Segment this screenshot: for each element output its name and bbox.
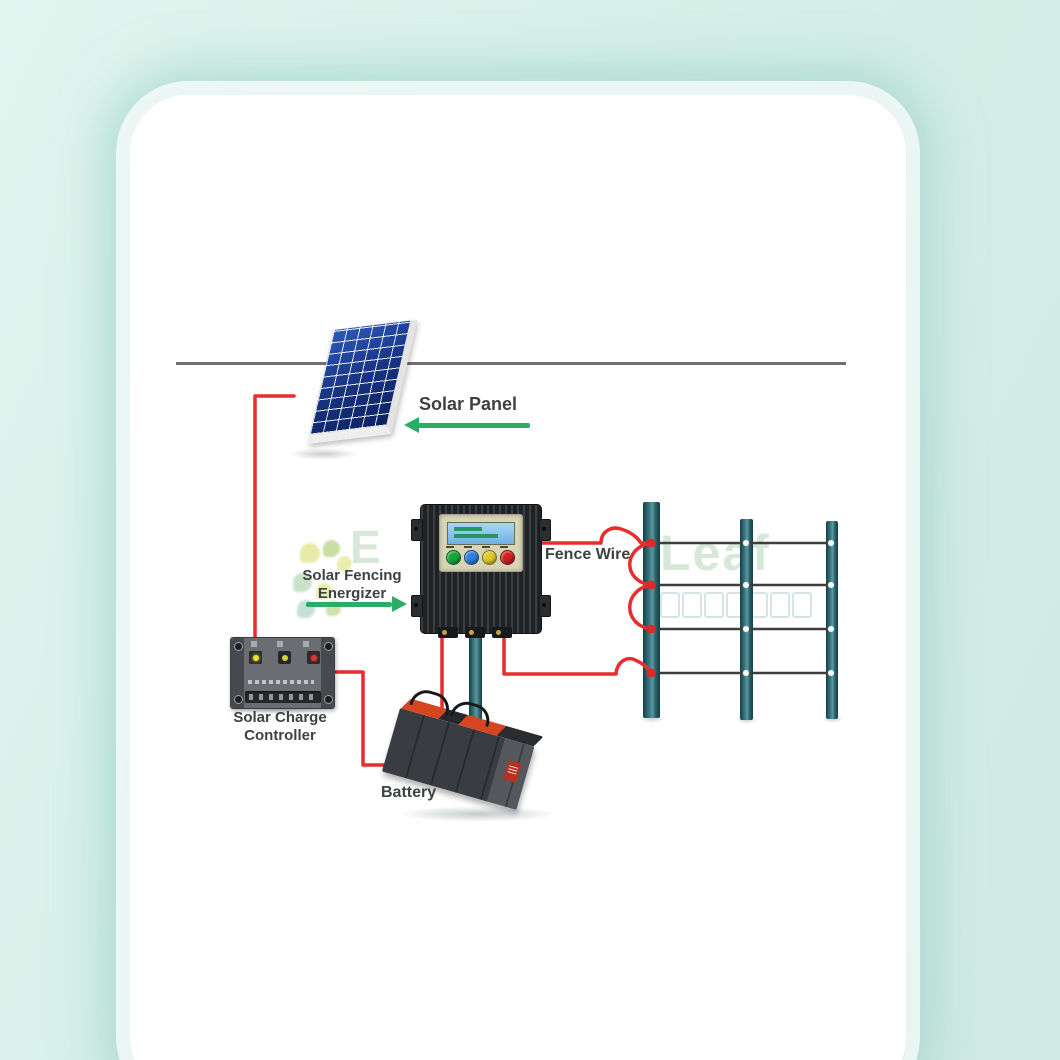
- wire-connection-dots: [646, 538, 656, 678]
- watermark-glyph: [660, 592, 680, 618]
- arrow-shaft: [418, 423, 530, 428]
- battery-label: Battery: [381, 784, 437, 801]
- controller-label: Solar Charge Controller: [224, 709, 336, 745]
- terminal-block: [492, 627, 512, 638]
- terminal-strip: [245, 691, 321, 703]
- mount-tab-icon: [411, 519, 423, 541]
- terminal-block: [465, 627, 485, 638]
- watermark-leaf-icon: [316, 583, 332, 599]
- arrow-head: [404, 417, 419, 433]
- lcd-text-line: [454, 534, 498, 538]
- blue-button: [464, 550, 479, 565]
- fence-wire-label: Fence Wire: [545, 546, 631, 563]
- screw-icon: [324, 642, 333, 651]
- watermark-glyph: [704, 592, 724, 618]
- watermark-leaf-icon: [337, 556, 352, 571]
- mount-tab-icon: [539, 519, 551, 541]
- energizer-front-panel: [439, 514, 523, 572]
- fence-wires: [659, 541, 833, 675]
- screw-icon: [234, 695, 243, 704]
- watermark-leaf-icon: [300, 543, 320, 563]
- red-button: [500, 550, 515, 565]
- arrow-shaft: [306, 602, 392, 607]
- solar-panel-label: Solar Panel: [419, 394, 518, 414]
- lcd-text-line: [454, 527, 482, 531]
- arrow-head: [392, 596, 407, 612]
- energizer-label: Solar Fencing Energizer: [292, 567, 412, 603]
- mount-tab-icon: [411, 595, 423, 617]
- watermark-glyph: [792, 592, 812, 618]
- ground-line: [176, 362, 846, 365]
- controller-flange: [321, 638, 334, 708]
- wire-panel-to-controller: [253, 394, 296, 639]
- watermark-glyph: [770, 592, 790, 618]
- lcd-display: [447, 522, 515, 545]
- load-led-indicator: [307, 651, 320, 664]
- yellow-button: [482, 550, 497, 565]
- fence-post: [643, 502, 660, 718]
- solar-charge-controller: [230, 637, 335, 709]
- battery-label-sticker: [503, 760, 522, 783]
- post-shadow: [736, 716, 758, 724]
- wire-energizer-to-fence-top: [537, 526, 651, 545]
- solar-fencing-energizer: [411, 504, 551, 638]
- wire-energizer-to-fence-bottom: [502, 628, 653, 676]
- controller-icons: [251, 641, 315, 647]
- watermark-leaf-icon: [293, 573, 312, 592]
- screw-icon: [324, 695, 333, 704]
- solar-panel-shadow: [288, 448, 358, 460]
- energizer-label-line2: Energizer: [317, 585, 387, 602]
- fence-insulators: [742, 539, 835, 677]
- battery-led-indicator: [278, 651, 291, 664]
- watermark-glyph: [682, 592, 702, 618]
- post-shadow: [638, 714, 666, 723]
- energizer-label-line1: Solar Fencing: [302, 567, 402, 584]
- fence-post: [740, 519, 753, 720]
- mounting-pole: [469, 628, 482, 723]
- charge-led-indicator: [249, 651, 262, 664]
- controller-label-line1: Solar Charge: [233, 709, 327, 726]
- post-shadow: [822, 715, 844, 723]
- screw-icon: [234, 642, 243, 651]
- terminal-block: [438, 627, 458, 638]
- controller-shadow: [226, 704, 336, 714]
- green-button: [446, 550, 461, 565]
- controller-model-text: [248, 680, 314, 684]
- fence-post: [826, 521, 838, 719]
- watermark-text-fragment: E: [350, 521, 381, 573]
- controller-flange: [231, 638, 244, 708]
- controller-label-line2: Controller: [244, 727, 316, 744]
- button-labels: [446, 546, 516, 548]
- watermark-leaf-icon: [323, 540, 340, 557]
- battery-shadow: [398, 806, 558, 822]
- mount-tab-icon: [539, 595, 551, 617]
